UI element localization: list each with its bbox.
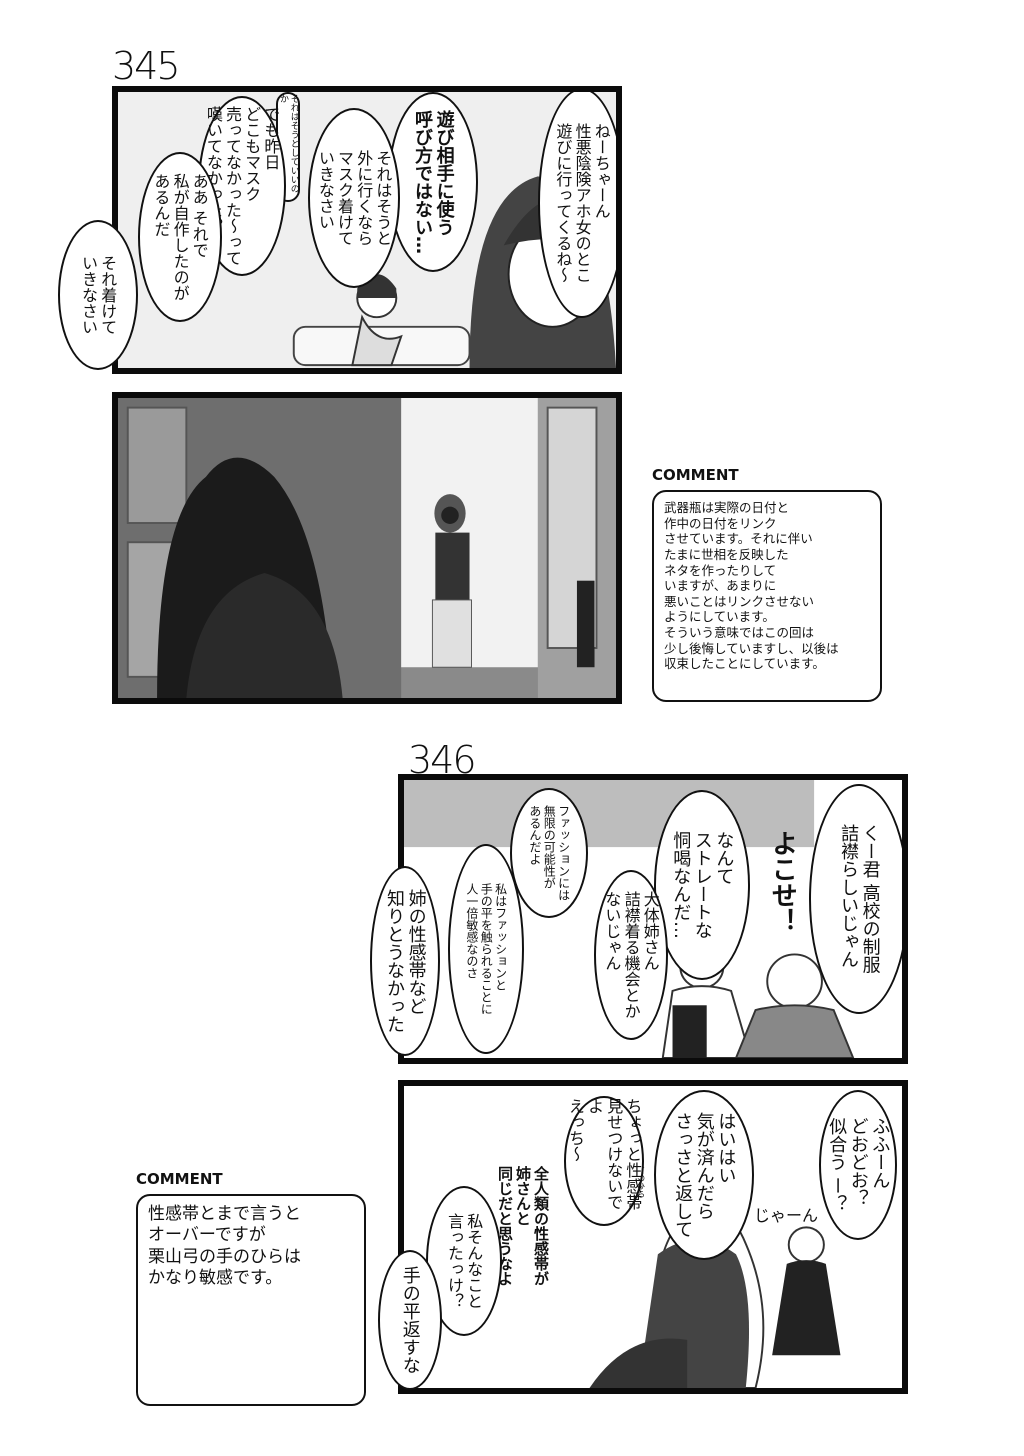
comment-box: 性感帯とまで言うと オーバーですが 栗山弓の手のひらは かなり敏感です。 xyxy=(136,1194,366,1406)
bubble-text: ねーちゃーん 性悪陰険アホ女のとこ 遊びに行ってくるね〜 xyxy=(553,123,611,283)
panel-345-2 xyxy=(112,392,622,704)
bubble-text: それ着けて いきなさい xyxy=(79,255,118,335)
bubble-text: それはそうと 外に行くなら マスク着けて いきなさい xyxy=(315,150,393,246)
bubble-text: なんて ストレートな 恫喝なんだ… xyxy=(670,831,735,939)
bubble-text: はいはい 気が済んだら さっさと返して xyxy=(672,1112,737,1238)
speech-bubble: 遊び相手に使う 呼び方ではない… xyxy=(388,92,478,272)
panel-345-1: ねーちゃーん 性悪陰険アホ女のとこ 遊びに行ってくるね〜 遊び相手に使う 呼び方… xyxy=(112,86,622,374)
sfx-text: じゃーん xyxy=(754,1206,819,1225)
speech-bubble: ちょっと性感帯 見せつけないでよ えっち〜 xyxy=(564,1096,644,1226)
bubble-text: 私はファッションと 手の平を触られることに 人一倍敏感なのさ xyxy=(464,883,508,1015)
speech-bubble: 私はファッションと 手の平を触られることに 人一倍敏感なのさ xyxy=(448,844,524,1054)
speech-bubble: ねーちゃーん 性悪陰険アホ女のとこ 遊びに行ってくるね〜 xyxy=(538,92,616,318)
speech-bubble: なんて ストレートな 恫喝なんだ… xyxy=(654,790,750,980)
comment-label: COMMENT xyxy=(136,1170,223,1188)
speech-bubble: ふふーん どおどお？ 似合う ー？ xyxy=(819,1090,897,1240)
bubble-text: ちょっと性感帯 見せつけないでよ えっち〜 xyxy=(565,1098,643,1210)
bubble-text: 遊び相手に使う 呼び方ではない… xyxy=(412,110,455,254)
speech-bubble: はいはい 気が済んだら さっさと返して xyxy=(654,1090,754,1260)
thought-text: それはそうとしていいのか xyxy=(278,94,299,193)
bubble-text: 大体姉さん 詰襟着る機会とか ないじゃん xyxy=(602,891,660,1019)
comment-label: COMMENT xyxy=(652,466,739,484)
bubble-text: 手の平返すな xyxy=(399,1266,421,1374)
bubble-text: 姉の性感帯など 知りとうなかった xyxy=(384,889,427,1033)
speech-bubble: ああ それで 私が自作したのが あるんだ xyxy=(138,152,222,322)
comment-box: 武器瓶は実際の日付と 作中の日付をリンク させています。それに伴い たまに世相を… xyxy=(652,490,882,702)
bubble-text: 私そんなこと 言ったっけ？ xyxy=(445,1213,484,1309)
bubble-text: くー君 高校の制服 詰襟らしいじゃん xyxy=(838,824,881,974)
bold-text: 全人類の性感帯が 姉さんと 同じだと思うなよ xyxy=(496,1166,550,1286)
speech-bubble: 姉の性感帯など 知りとうなかった xyxy=(370,866,440,1056)
bubble-text: ああ それで 私が自作したのが あるんだ xyxy=(151,173,209,301)
speech-bubble: それはそうと 外に行くなら マスク着けて いきなさい xyxy=(308,108,400,288)
panel-346-1: くー君 高校の制服 詰襟らしいじゃん よこせ！ なんて ストレートな 恫喝なんだ… xyxy=(398,774,908,1064)
speech-bubble: ファッションには 無限の可能性が あるんだよ xyxy=(510,788,588,918)
strip-number-345: 345 xyxy=(112,44,181,88)
panel-346-2: ふふーん どおどお？ 似合う ー？ はいはい 気が済んだら さっさと返して ての… xyxy=(398,1080,908,1394)
speech-bubble: くー君 高校の制服 詰襟らしいじゃん xyxy=(809,784,902,1014)
speech-bubble: 手の平返すな xyxy=(378,1250,442,1390)
bubble-text: ファッションには 無限の可能性が あるんだよ xyxy=(527,805,571,901)
speech-bubble: それ着けて いきなさい xyxy=(58,220,138,370)
bubble-text: ふふーん どおどお？ 似合う ー？ xyxy=(826,1117,891,1213)
panel-345-2-art xyxy=(118,398,616,698)
shout-text: よこせ！ xyxy=(767,830,798,934)
speech-bubble: 大体姉さん 詰襟着る機会とか ないじゃん xyxy=(594,870,668,1040)
bubble-text: でも昨日 どこもマスク 売ってなかった〜って 嘆いてなかった？ xyxy=(203,106,281,266)
